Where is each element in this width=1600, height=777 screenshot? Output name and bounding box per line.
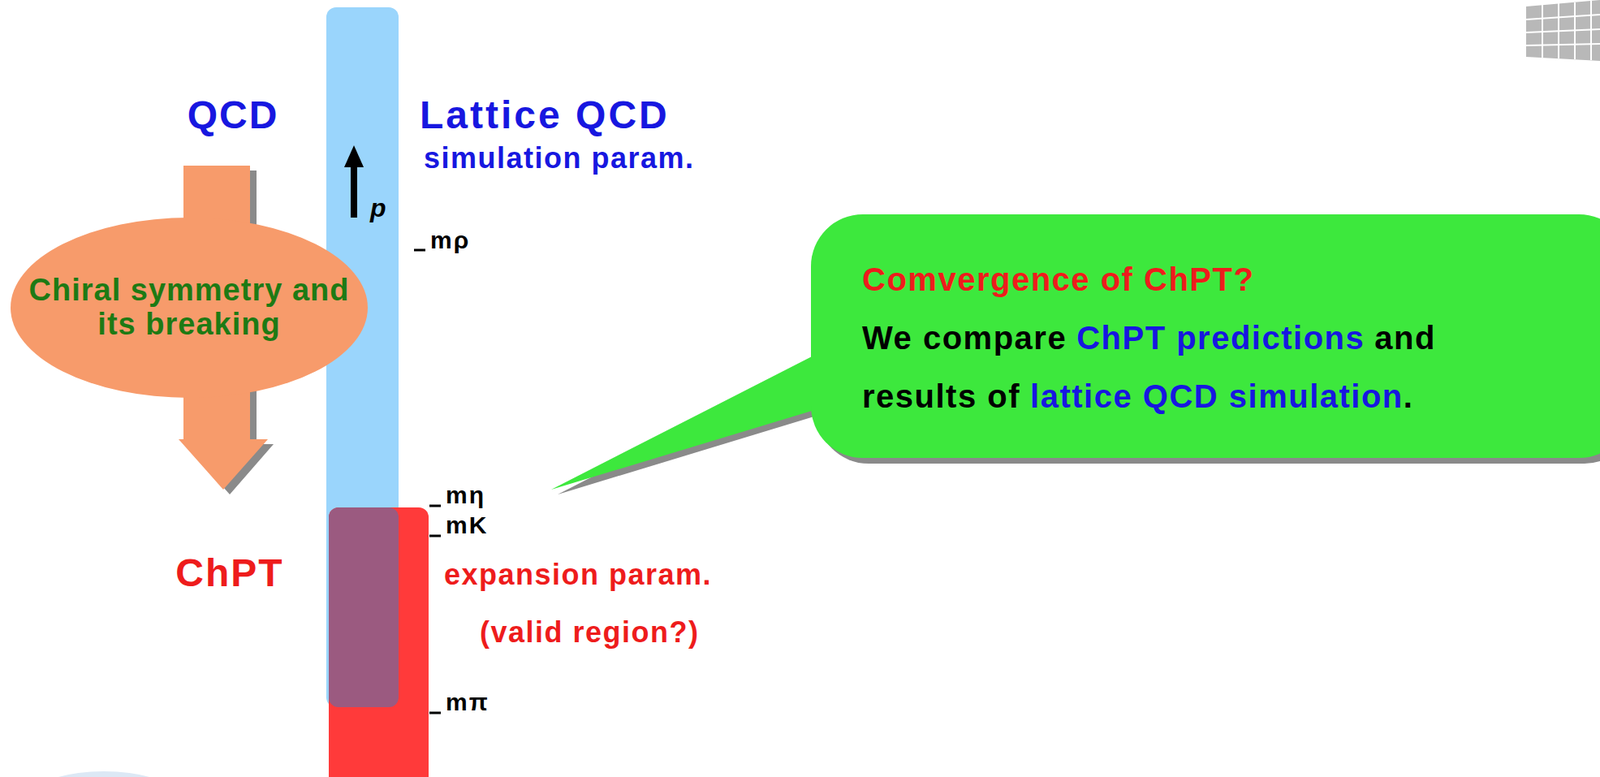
region-label: ChPT <box>175 550 284 596</box>
overlap-region <box>328 507 399 708</box>
band-note: expansion param. <box>444 557 712 591</box>
bubble-question: Comvergence of ChPT? <box>862 250 1255 309</box>
band-subheading: simulation param. <box>423 141 695 175</box>
ellipse-text: Chiral symmetry and its breaking <box>18 273 360 342</box>
bubble-tail <box>551 352 820 490</box>
bubble-highlight: ChPT predictions <box>1076 308 1365 367</box>
bubble-highlight: lattice QCD simulation <box>1030 366 1404 426</box>
axis-symbol: p <box>370 193 389 224</box>
scale-ticks <box>414 250 441 713</box>
bubble-text: results of <box>862 366 1021 426</box>
cube-icon <box>1526 0 1600 61</box>
bubble-text: . <box>1403 366 1415 426</box>
band-note: (valid region?) <box>479 615 700 649</box>
bubble-text: We compare <box>862 308 1067 367</box>
mass-marker: mπ <box>445 688 490 717</box>
speech-bubble: Comvergence of ChPT?We compareChPT predi… <box>810 214 1600 458</box>
momentum-arrow <box>344 145 364 218</box>
mass-marker: mη <box>445 481 486 510</box>
mass-marker: mρ <box>430 226 471 255</box>
mass-marker: mK <box>445 511 488 540</box>
symmetry-ellipse: Chiral symmetry and its breaking <box>10 217 368 398</box>
band-heading: Lattice QCD <box>419 92 670 138</box>
region-label: QCD <box>187 92 280 138</box>
bubble-text: and <box>1374 308 1437 367</box>
corner-decoration <box>37 771 171 777</box>
